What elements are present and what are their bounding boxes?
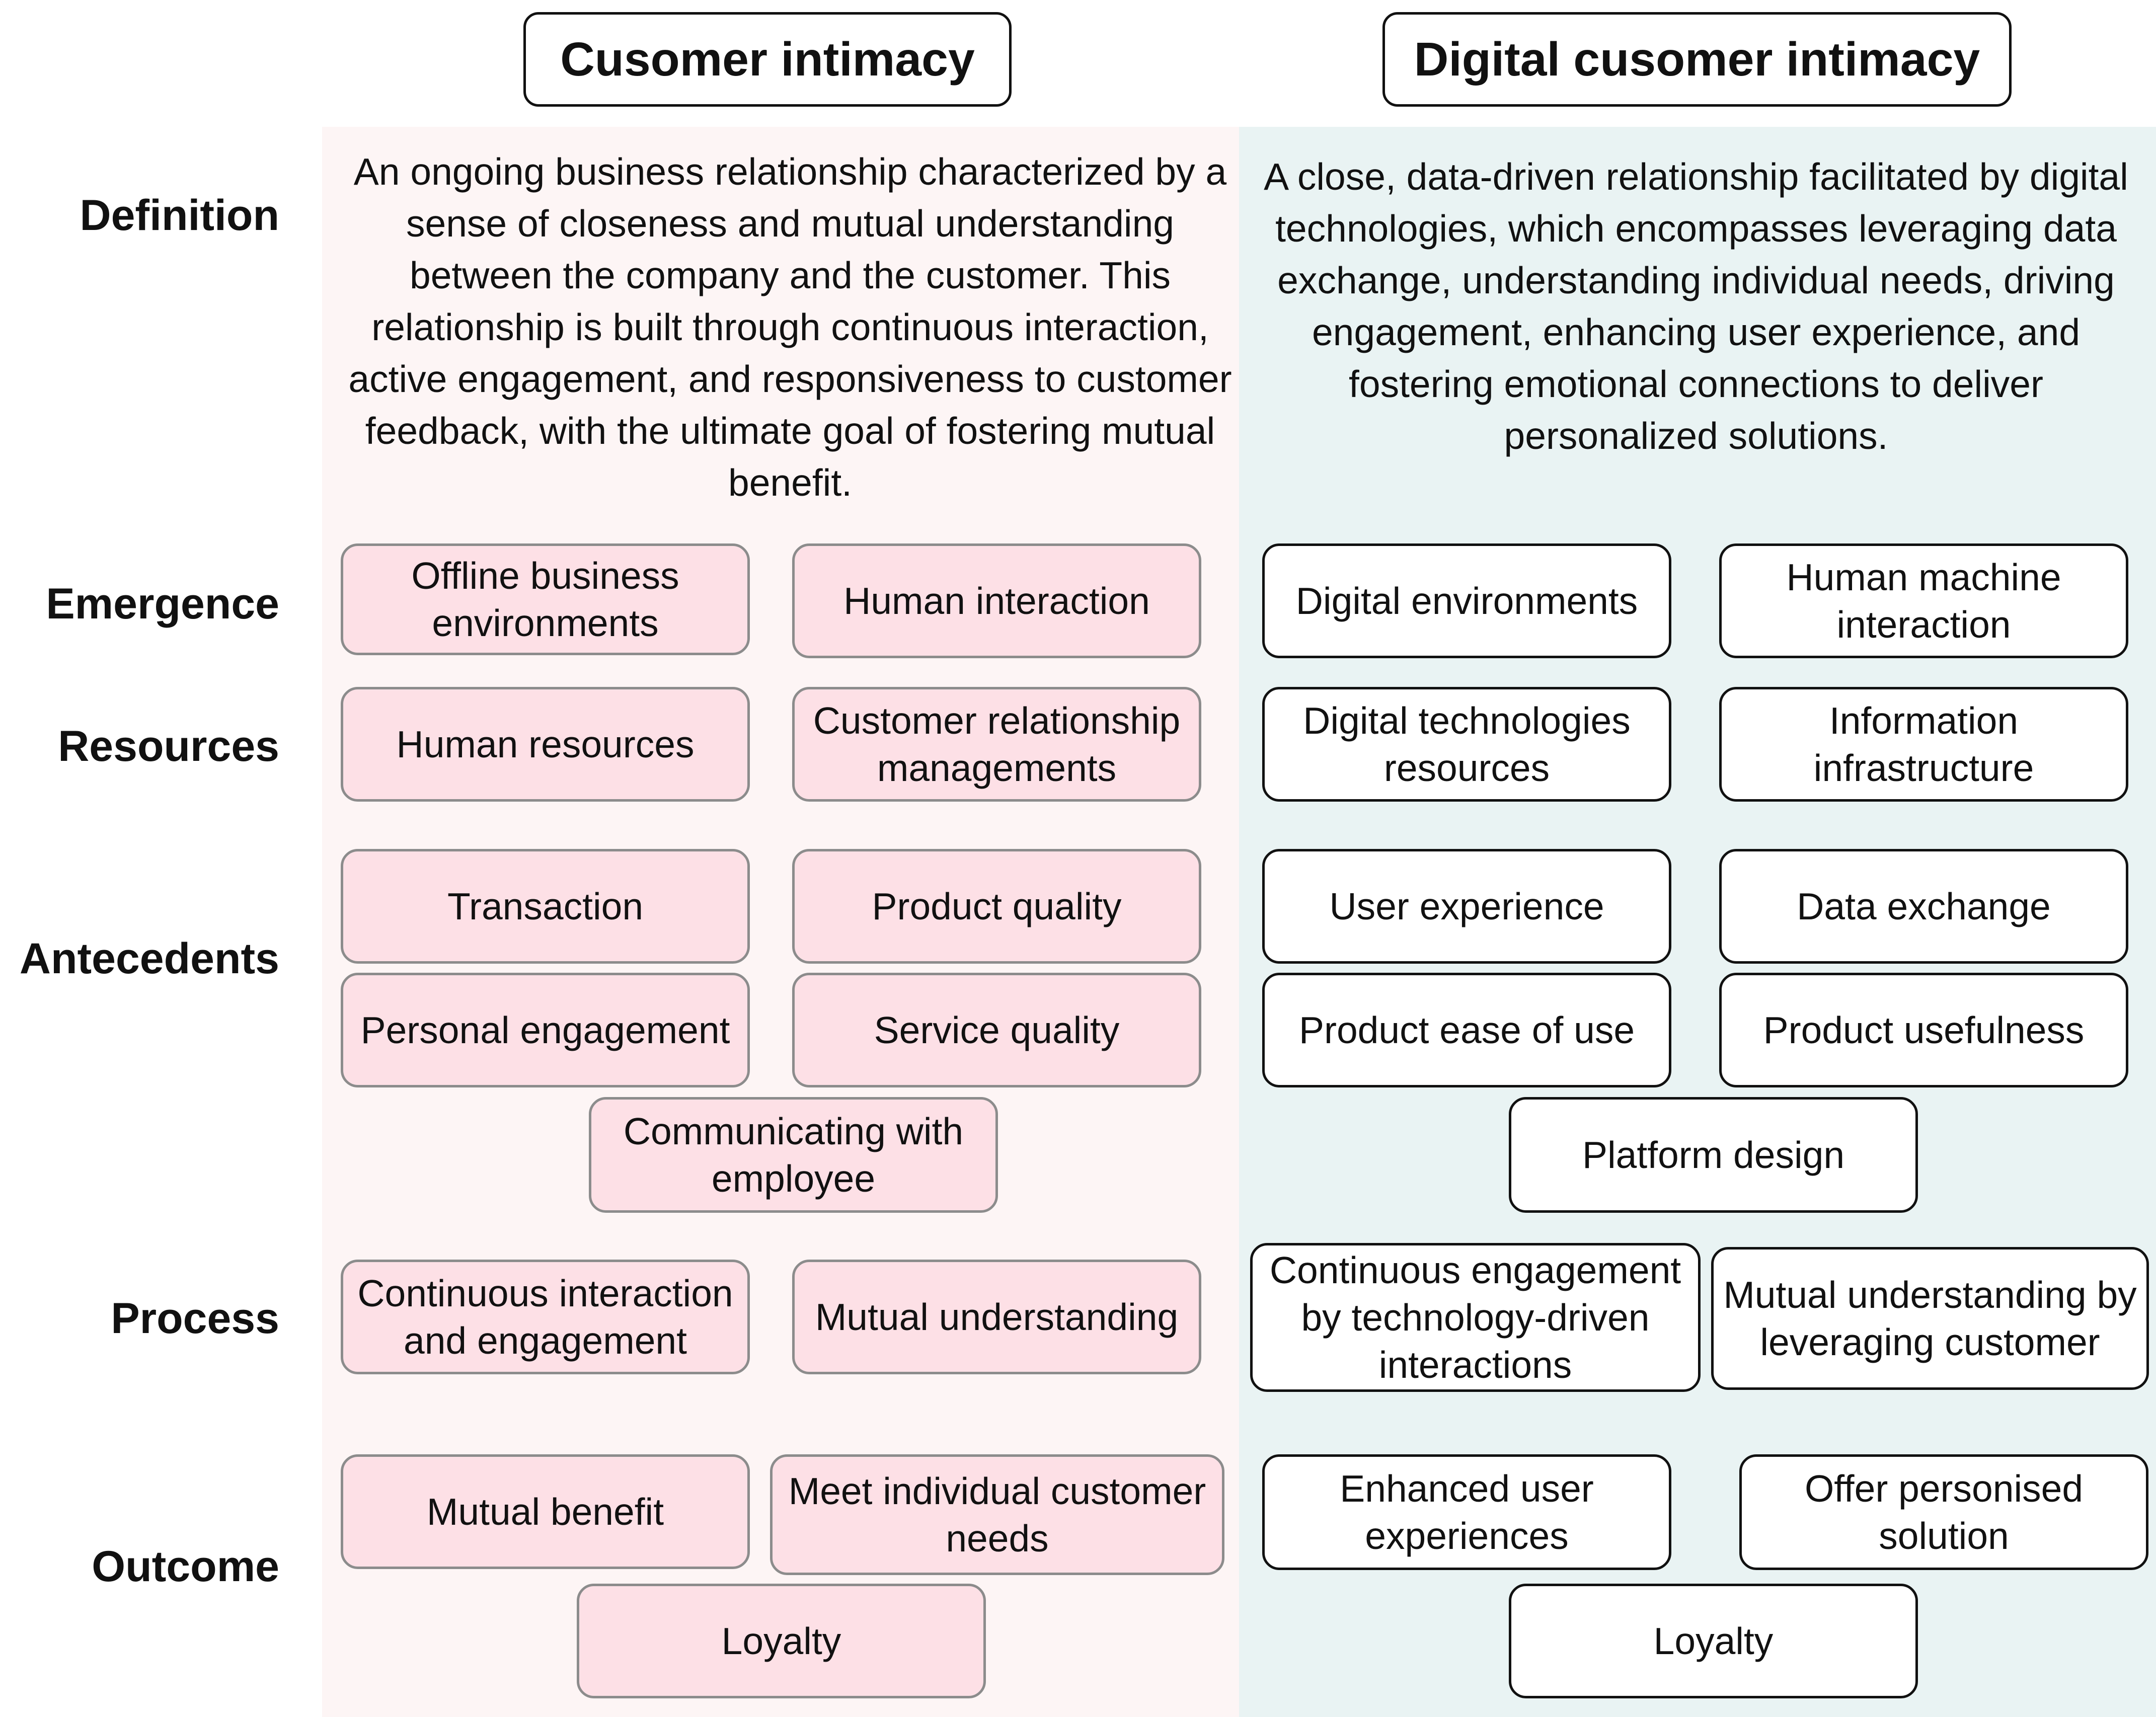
box-human-resources: Human resources [341,687,750,802]
row-label-outcome: Outcome [92,1542,279,1591]
box-continuous-engagement-by-technology-driven-interactions: Continuous engagement by technology-driv… [1250,1243,1701,1392]
box-service-quality: Service quality [792,973,1201,1087]
box-platform-design: Platform design [1509,1097,1918,1213]
box-personal-engagement: Personal engagement [341,973,750,1087]
row-label-definition: Definition [80,191,280,240]
row-label-resources: Resources [58,722,279,770]
box-continuous-interaction-and-engagement: Continuous interaction and engagement [341,1260,750,1374]
box-loyalty-left: Loyalty [577,1584,986,1698]
box-information-infrastructure: Information infrastructure [1719,687,2128,802]
row-label-process: Process [111,1294,279,1343]
box-digital-technologies-resources: Digital technologies resources [1262,687,1671,802]
box-data-exchange: Data exchange [1719,849,2128,964]
box-enhanced-user-experiences: Enhanced user experiences [1262,1454,1671,1570]
box-communicating-with-employee: Communicating with employee [589,1097,998,1213]
box-offer-personised-solution: Offer personised solution [1739,1454,2148,1570]
box-transaction: Transaction [341,849,750,964]
box-product-ease-of-use: Product ease of use [1262,973,1671,1087]
box-mutual-understanding-by-leveraging-customer: Mutual understanding by leveraging custo… [1711,1247,2149,1390]
box-mutual-understanding: Mutual understanding [792,1260,1201,1374]
digital-customer-intimacy-definition: A close, data-driven relationship facili… [1264,155,2128,457]
box-product-usefulness: Product usefulness [1719,973,2128,1087]
box-offline-business-environments: Offline business environments [341,543,750,655]
box-meet-individual-customer-needs: Meet individual customer needs [770,1454,1224,1575]
box-digital-environments: Digital environments [1262,543,1671,658]
row-label-emergence: Emergence [46,580,279,628]
row-label-antecedents: Antecedents [19,934,279,983]
box-loyalty-right: Loyalty [1509,1584,1918,1698]
box-product-quality: Product quality [792,849,1201,964]
box-mutual-benefit: Mutual benefit [341,1454,750,1569]
box-customer-relationship-managements: Customer relationship managements [792,687,1201,802]
customer-intimacy-title: Cusomer intimacy [523,12,1012,107]
digital-customer-intimacy-title: Digital cusomer intimacy [1382,12,2012,107]
box-user-experience: User experience [1262,849,1671,964]
customer-intimacy-definition: An ongoing business relationship charact… [348,150,1232,504]
box-human-machine-interaction: Human machine interaction [1719,543,2128,658]
box-human-interaction: Human interaction [792,543,1201,658]
